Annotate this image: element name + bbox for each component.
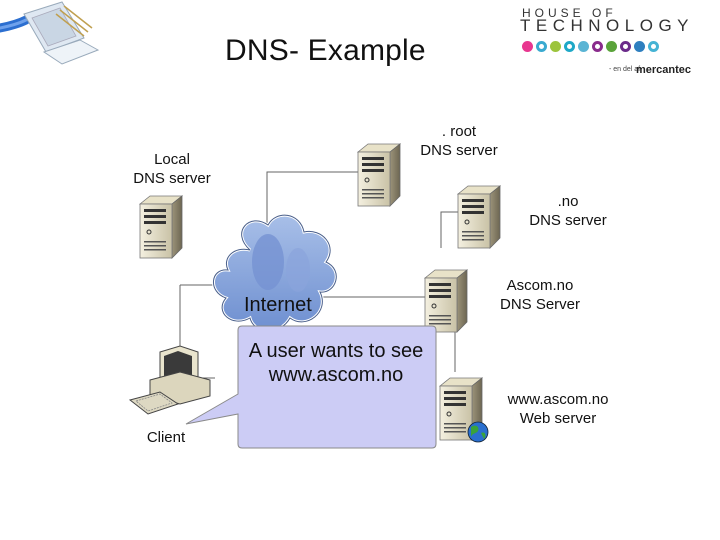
callout-text: A user wants to see www.ascom.no: [248, 340, 424, 386]
logo-dot: [620, 41, 631, 52]
logo-dot: [522, 41, 533, 52]
ascom-web-label: www.ascom.no Web server: [507, 391, 609, 427]
logo-dot: [550, 41, 561, 52]
network-cable-image: [0, 1, 100, 65]
logo-dot: [578, 41, 589, 52]
no-dns-label: .no DNS server: [529, 193, 607, 229]
ascom-dns-server: [424, 269, 468, 333]
ascom-dns-label: Ascom.no DNS Server: [499, 277, 581, 313]
internet-label: Internet: [244, 294, 312, 316]
client-computer: [128, 345, 211, 415]
ascom-web-server: [439, 377, 489, 443]
no-dns-server: [457, 185, 501, 249]
client-label: Client: [146, 429, 186, 446]
logo-subtitle: - en del af: [609, 66, 641, 73]
internet-cloud: [212, 213, 338, 333]
logo-house-of: HOUSE OF: [522, 6, 617, 20]
logo-dot: [564, 41, 575, 52]
logo-brand: mercantec: [636, 64, 692, 76]
logo-dot: [606, 41, 617, 52]
root-dns-label: . root DNS server: [420, 123, 498, 159]
local-dns-server: [139, 195, 183, 259]
logo-dot: [648, 41, 659, 52]
callout-bubble: [185, 325, 437, 449]
logo-technology: TECHNOLOGY: [520, 16, 695, 35]
local-dns-label: Local DNS server: [133, 151, 211, 187]
page-title: DNS- Example: [225, 34, 426, 67]
logo-dot: [536, 41, 547, 52]
logo-dot: [592, 41, 603, 52]
logo-dots: [522, 41, 659, 52]
root-dns-server: [357, 143, 401, 207]
logo-dot: [634, 41, 645, 52]
